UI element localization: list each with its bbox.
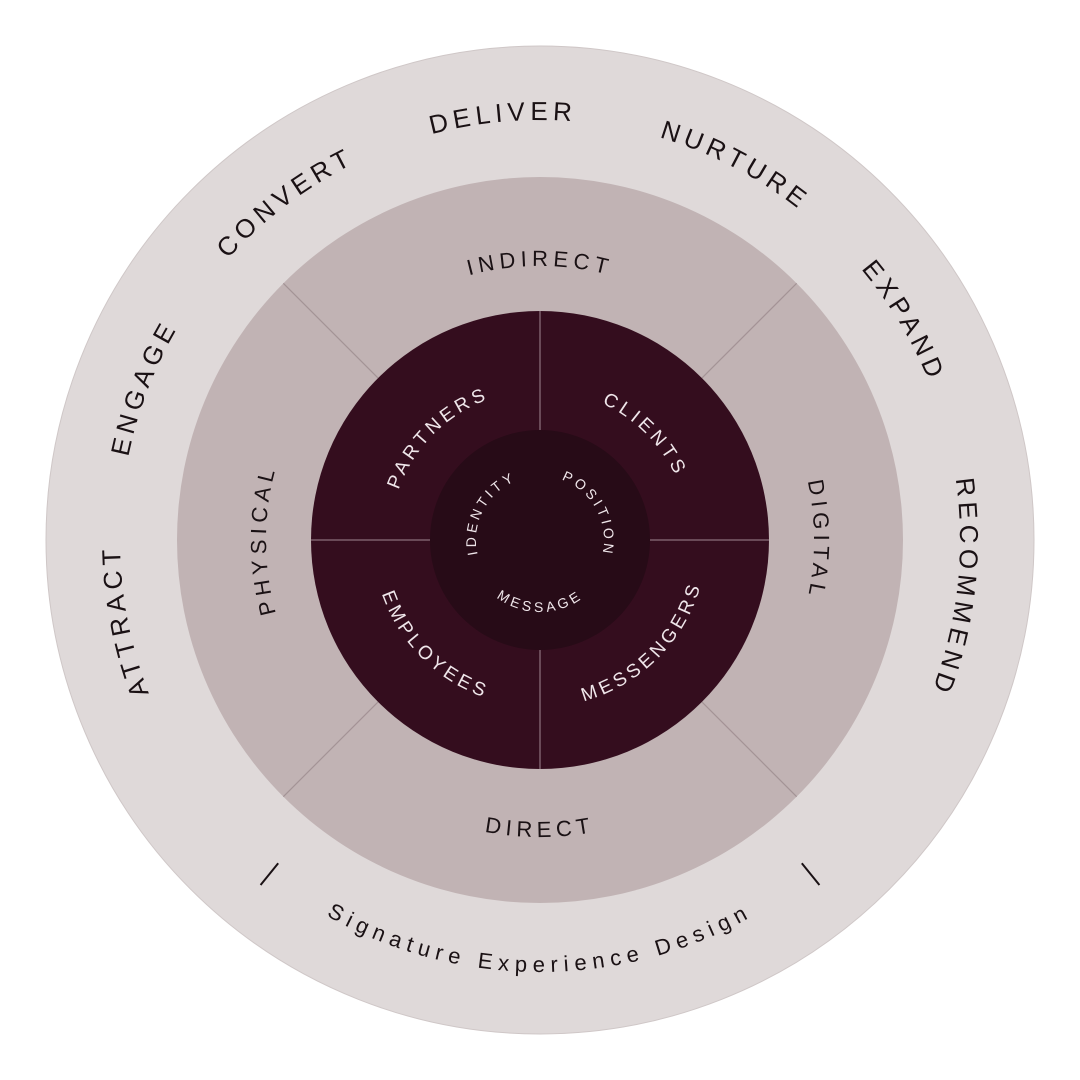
dark-circle-dividers bbox=[311, 311, 769, 769]
divider-line bbox=[701, 282, 798, 379]
footer-slashes bbox=[259, 862, 821, 886]
divider-line bbox=[282, 282, 379, 379]
channel-physical: PHYSICAL bbox=[246, 462, 281, 618]
slash-mark bbox=[259, 862, 279, 886]
divider-line bbox=[701, 701, 798, 798]
middle-ring-dividers bbox=[282, 282, 798, 798]
inner-circle bbox=[430, 430, 650, 650]
slash-mark bbox=[801, 862, 821, 886]
channel-direct: DIRECT bbox=[484, 812, 597, 842]
divider-line bbox=[282, 701, 379, 798]
